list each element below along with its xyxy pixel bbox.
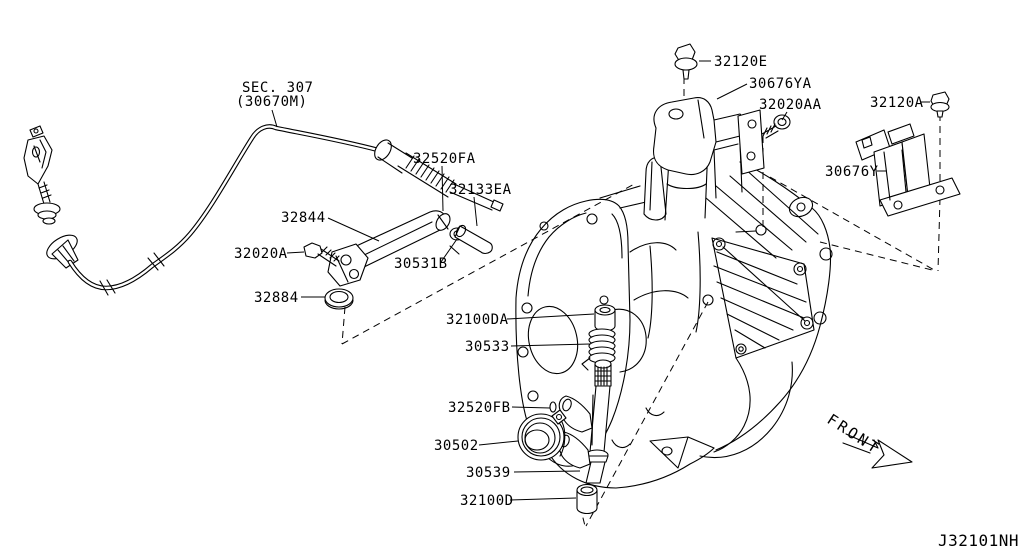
shift-lever-32844 (327, 210, 448, 287)
bracket-30676YA (652, 97, 765, 176)
release-bearing-30502 (517, 409, 567, 461)
part-label-32100D[interactable]: 32100D (460, 493, 514, 509)
part-label-32884[interactable]: 32884 (254, 290, 299, 306)
part-label-32520FB[interactable]: 32520FB (448, 400, 511, 416)
part-label-32020A[interactable]: 32020A (234, 246, 288, 262)
grommet-32884 (324, 288, 354, 310)
part-label-32020AA[interactable]: 32020AA (759, 97, 822, 113)
front-direction-arrow (842, 433, 913, 469)
part-label-30539[interactable]: 30539 (466, 465, 511, 481)
part-label-32120E[interactable]: 32120E (714, 54, 768, 70)
bolt-32120A (930, 91, 950, 118)
leader-lines (271, 60, 930, 501)
section-ref-line1[interactable]: SEC. 307 (242, 80, 313, 96)
clip-32520FA (435, 213, 451, 231)
part-label-32844[interactable]: 32844 (281, 210, 326, 226)
pin-32100DA (594, 304, 616, 332)
part-label-30676YA[interactable]: 30676YA (749, 76, 812, 92)
part-label-32520FA[interactable]: 32520FA (413, 151, 476, 167)
withdrawal-shaft-30539 (585, 359, 612, 484)
bolt-32020A (303, 242, 340, 267)
bracket-30676Y (855, 123, 961, 217)
part-label-32100DA[interactable]: 32100DA (446, 312, 509, 328)
clutch-cable-assembly (23, 124, 504, 296)
part-label-30676Y[interactable]: 30676Y (825, 164, 879, 180)
part-label-30531B[interactable]: 30531B (394, 256, 448, 272)
part-label-32133EA[interactable]: 32133EA (449, 182, 512, 198)
return-spring-30533 (581, 328, 616, 371)
projection-dashed-lines (341, 77, 941, 527)
drawing-number: J32101NH (938, 531, 1019, 550)
release-fork (556, 395, 593, 469)
bushing-32100D (576, 483, 598, 515)
front-indicator-label: FRONT (824, 410, 884, 458)
bolt-32120E (674, 43, 698, 80)
part-label-32120A[interactable]: 32120A (870, 95, 924, 111)
bolt-32020AA (761, 114, 791, 139)
part-label-30502[interactable]: 30502 (434, 438, 479, 454)
clip-32520FB (549, 401, 557, 413)
section-ref-line2[interactable]: (30670M) (236, 94, 307, 110)
part-label-30533[interactable]: 30533 (465, 339, 510, 355)
